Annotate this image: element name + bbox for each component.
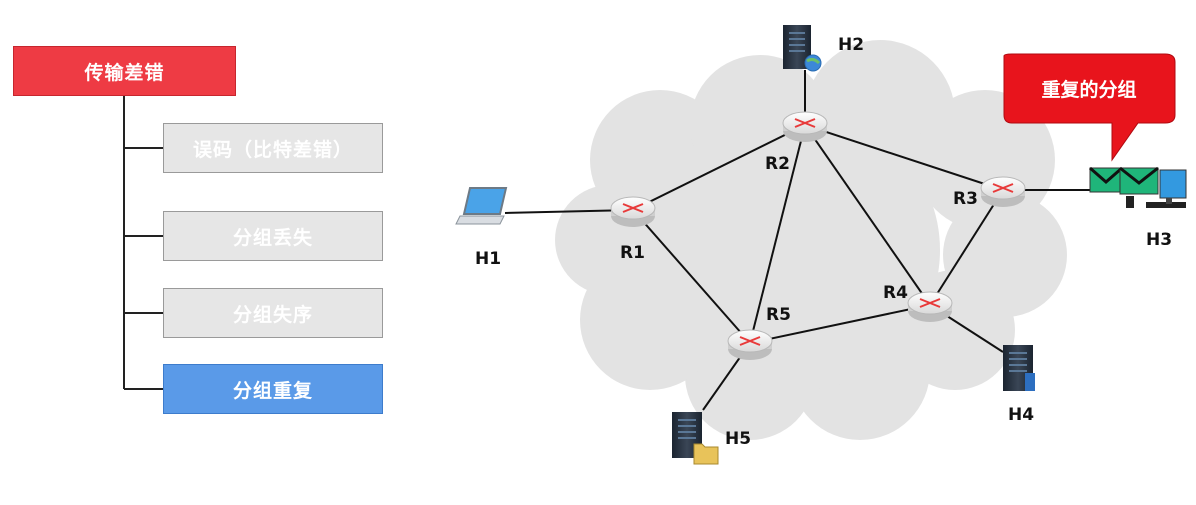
server-icon [1003,345,1035,391]
duplicate-packet-callout: 重复的分组 [1003,53,1176,162]
host-label-h2: H2 [838,35,864,55]
mail-workstation-icon [1089,166,1187,208]
packet-loss-node: 分组丢失 [163,211,383,261]
network-links [504,70,1090,411]
router-r3 [980,176,1026,207]
router-r2 [782,111,828,142]
network-cloud [555,40,1067,440]
bit-error-node: 误码（比特差错） [163,123,383,173]
router-r1 [610,196,656,227]
router-r4 [907,291,953,322]
packet-reorder-node: 分组失序 [163,288,383,338]
file-server-icon [672,412,719,465]
packet-duplicate-node: 分组重复 [163,364,383,414]
tree-connectors [123,96,163,390]
router-label-r4: R4 [883,283,908,303]
laptop-icon [455,187,508,225]
router-label-r3: R3 [953,189,978,209]
router-r5 [727,329,773,360]
host-label-h4: H4 [1008,405,1034,425]
host-label-h1: H1 [475,249,501,269]
router-label-r1: R1 [620,243,645,263]
host-label-h5: H5 [725,429,751,449]
callout-text: 重复的分组 [1041,78,1136,101]
web-server-icon [783,25,822,72]
transmission-error-root: 传输差错 [13,46,236,96]
router-label-r2: R2 [765,154,790,174]
host-label-h3: H3 [1146,230,1172,250]
router-label-r5: R5 [766,305,791,325]
